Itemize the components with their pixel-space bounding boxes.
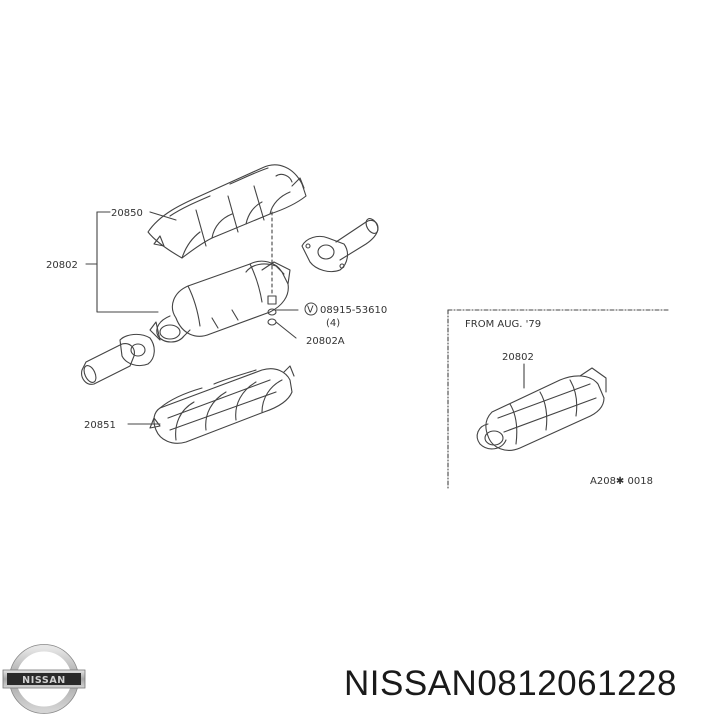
nissan-logo: NISSAN [0,644,88,714]
footer-part-number: 0812061228 [477,664,677,703]
bolt-stack [267,211,299,339]
callout-20802: 20802 [46,260,78,271]
callout-inset-20802: 20802 [502,352,534,363]
heat-insulator-upper [147,164,307,259]
diagram-reference: A208✱ 0018 [590,476,653,487]
footer-caption: NISSAN0812061228 [344,664,677,704]
callout-20802a: 20802A [306,336,345,347]
logo-text: NISSAN [22,675,66,686]
callout-20850: 20850 [111,208,143,219]
inset-frame [447,309,669,489]
front-tube [301,218,379,273]
callout-bolt-qty: (4) [326,318,340,329]
catalytic-converter [149,260,291,343]
inset-note: FROM AUG. '79 [465,319,541,330]
bolt-symbol-circle [304,302,318,316]
callout-20851: 20851 [84,420,116,431]
footer-brand: NISSAN [344,664,478,703]
inset-converter [476,363,607,451]
bolt-symbol: V [307,305,314,316]
callout-bolt-part: 08915-53610 [320,305,387,316]
rear-tube [81,333,155,385]
leader-lines [85,211,177,425]
heat-insulator-lower [149,365,295,444]
